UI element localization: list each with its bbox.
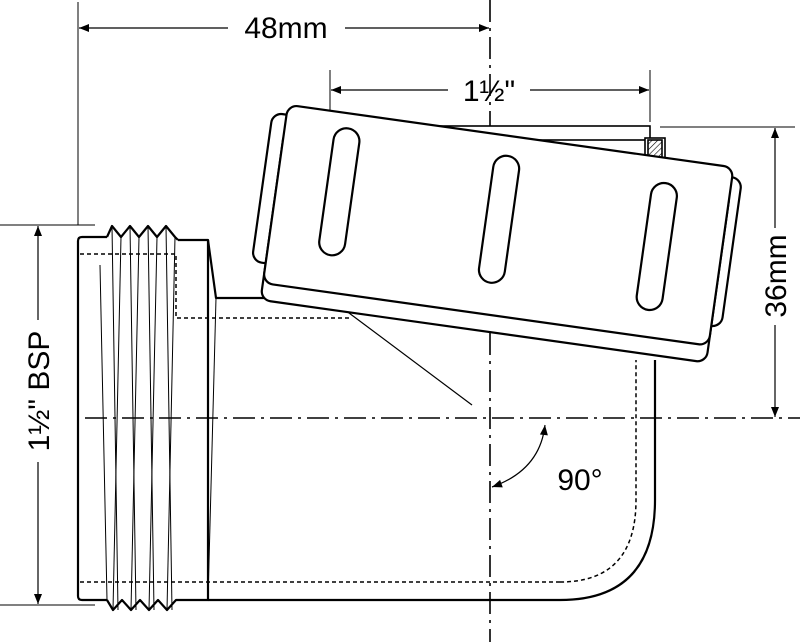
thread-base — [76, 235, 107, 602]
swivel-nut — [251, 104, 742, 363]
dim-text-angle: 90° — [557, 464, 602, 497]
grip-slot — [318, 127, 361, 257]
leader-line — [344, 309, 473, 406]
extension-lines — [0, 2, 795, 606]
dim-text-48mm: 48mm — [244, 12, 327, 45]
fitting-body — [76, 224, 657, 612]
dimension-lines — [34, 24, 779, 604]
grip-slot — [635, 181, 678, 312]
dim-text-outlet: 1½" — [463, 75, 515, 108]
angle-arc — [491, 424, 548, 488]
thread-peaks-top — [105, 224, 179, 241]
thread-collar — [178, 238, 210, 602]
dim-text-bsp: 1½" BSP — [23, 331, 56, 452]
grip-slot — [477, 154, 521, 284]
hidden-lines — [80, 253, 637, 583]
dim-text-36mm: 36mm — [760, 234, 793, 317]
centerlines — [85, 0, 800, 642]
